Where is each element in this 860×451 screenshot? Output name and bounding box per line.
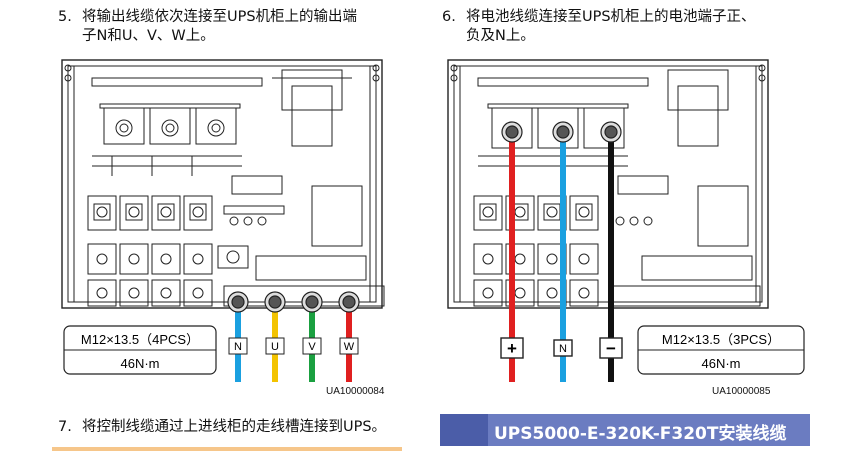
step-6-instruction: 6. 将电池线缆连接至UPS机柜上的电池端子正、 负及N上。: [442, 8, 812, 46]
label-u: U: [271, 341, 279, 353]
step-6-line2: 负及N上。: [466, 28, 535, 44]
label-minus: −: [606, 339, 616, 358]
spec-left-line1: M12×13.5（4PCS）: [81, 332, 199, 347]
battery-cables: [509, 132, 614, 382]
spec-right-line1: M12×13.5（3PCS）: [662, 332, 780, 347]
cable-minus: [608, 132, 614, 382]
label-w: W: [344, 341, 355, 353]
step-5-instruction: 5. 将输出线缆依次连接至UPS机柜上的输出端 子N和U、V、W上。: [58, 8, 428, 46]
step-7-number: 7.: [58, 419, 72, 435]
footer-title-tab: [440, 414, 488, 446]
step-5-number: 5.: [58, 9, 72, 25]
spec-right-line2: 46N·m: [701, 356, 740, 371]
label-plus: +: [507, 339, 517, 358]
label-n-battery: N: [559, 343, 567, 355]
diagram-code-left: UA10000084: [326, 386, 385, 397]
step-7-instruction: 7. 将控制线缆通过上进线柜的走线槽连接到UPS。: [58, 418, 448, 437]
section-underline: [52, 447, 402, 451]
output-cable-diagram: N U V W M12×13.5（4PCS） 46N·m: [61, 59, 385, 382]
diagram-code-right: UA10000085: [712, 386, 771, 397]
label-n: N: [234, 341, 242, 353]
spec-left-line2: 46N·m: [120, 356, 159, 371]
footer-title-bar: [440, 414, 810, 446]
battery-cable-diagram: + N − M12×13.5（3PCS） 46N·m: [447, 59, 805, 382]
footer-title: UPS5000-E-320K-F320T安装线缆: [494, 424, 787, 444]
step-5-line1: 将输出线缆依次连接至UPS机柜上的输出端: [82, 9, 358, 25]
label-v: V: [308, 341, 316, 353]
step-7-text: 将控制线缆通过上进线柜的走线槽连接到UPS。: [82, 419, 387, 435]
step-6-line1: 将电池线缆连接至UPS机柜上的电池端子正、: [466, 9, 756, 25]
step-5-line2: 子N和U、V、W上。: [82, 28, 215, 44]
output-cables: [235, 306, 352, 382]
cable-plus: [509, 132, 515, 382]
step-6-number: 6.: [442, 9, 456, 25]
cable-n-battery: [560, 132, 566, 382]
